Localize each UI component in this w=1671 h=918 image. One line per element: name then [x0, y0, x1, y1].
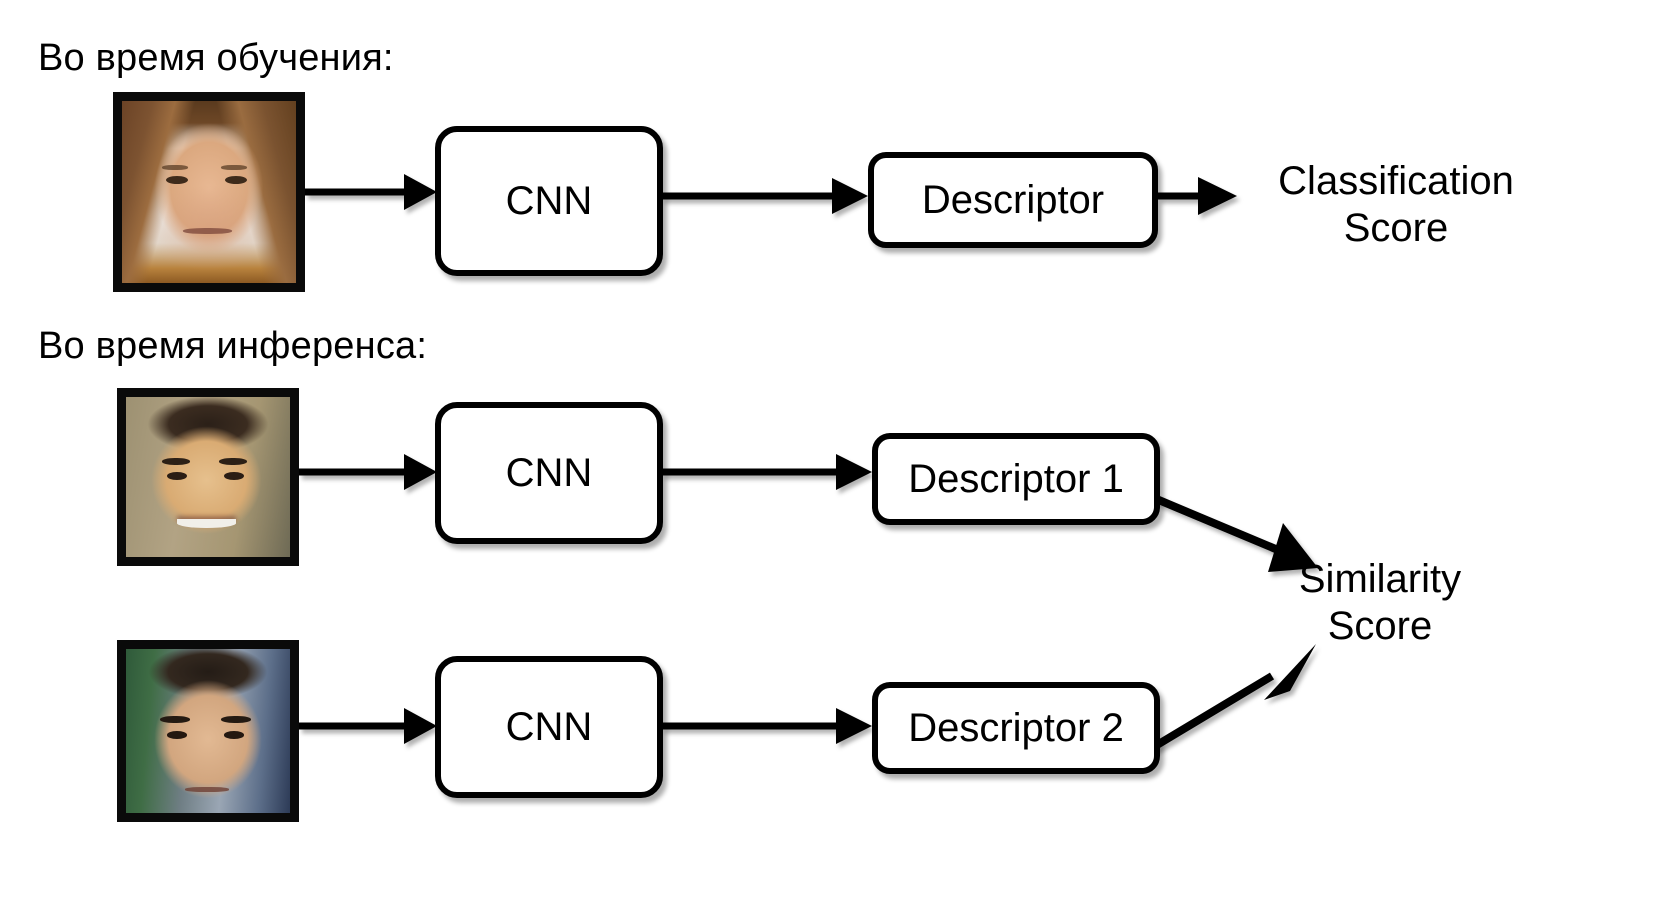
arrow-cnn-to-descriptor-1 [662, 454, 872, 490]
eyebrow-left [162, 164, 189, 171]
face-photo-training [122, 101, 296, 283]
arrow-cnn-to-descriptor-2 [662, 708, 872, 744]
mouth [176, 518, 236, 529]
eye-left [167, 731, 187, 739]
face-thumbnail-training [113, 92, 305, 292]
arrow-face-to-cnn-probe-1 [299, 454, 437, 490]
eyebrow-left [162, 457, 190, 465]
face-thumbnail-probe-2 [117, 640, 299, 822]
arrow-descriptor-2-to-similarity-score [1149, 644, 1316, 752]
arrow-face-to-cnn-probe-2 [299, 708, 437, 744]
arrow-descriptor-to-classification-score [1158, 177, 1237, 215]
eye-right [224, 175, 248, 184]
cnn-box-probe-2[interactable]: CNN [435, 656, 663, 798]
inference-section-caption: Во время инференса: [38, 325, 428, 367]
eye-right [224, 472, 245, 481]
face-photo-probe-2 [126, 649, 290, 813]
eyebrow-right [219, 457, 248, 465]
arrow-face-to-cnn-training [305, 174, 437, 210]
mouth [182, 228, 232, 235]
descriptor-box-training[interactable]: Descriptor [868, 152, 1158, 248]
descriptor-1-box[interactable]: Descriptor 1 [872, 433, 1160, 525]
arrow-cnn-to-descriptor-training [662, 178, 868, 214]
mouth [185, 786, 230, 792]
classification-score-label: Classification Score [1278, 159, 1514, 250]
eyebrow-right [221, 164, 248, 171]
face-photo-probe-1 [126, 397, 290, 557]
eye-left [167, 472, 187, 481]
cnn-box-training[interactable]: CNN [435, 126, 663, 276]
eyebrow-left [160, 716, 190, 724]
eye-left [165, 175, 189, 184]
training-section-caption: Во время обучения: [38, 37, 394, 79]
similarity-score-label: Similarity Score [1298, 557, 1462, 648]
eye-right [224, 731, 245, 739]
cnn-box-probe-1[interactable]: CNN [435, 402, 663, 544]
eyebrow-right [221, 716, 251, 724]
face-thumbnail-probe-1 [117, 388, 299, 566]
descriptor-2-box[interactable]: Descriptor 2 [872, 682, 1160, 774]
